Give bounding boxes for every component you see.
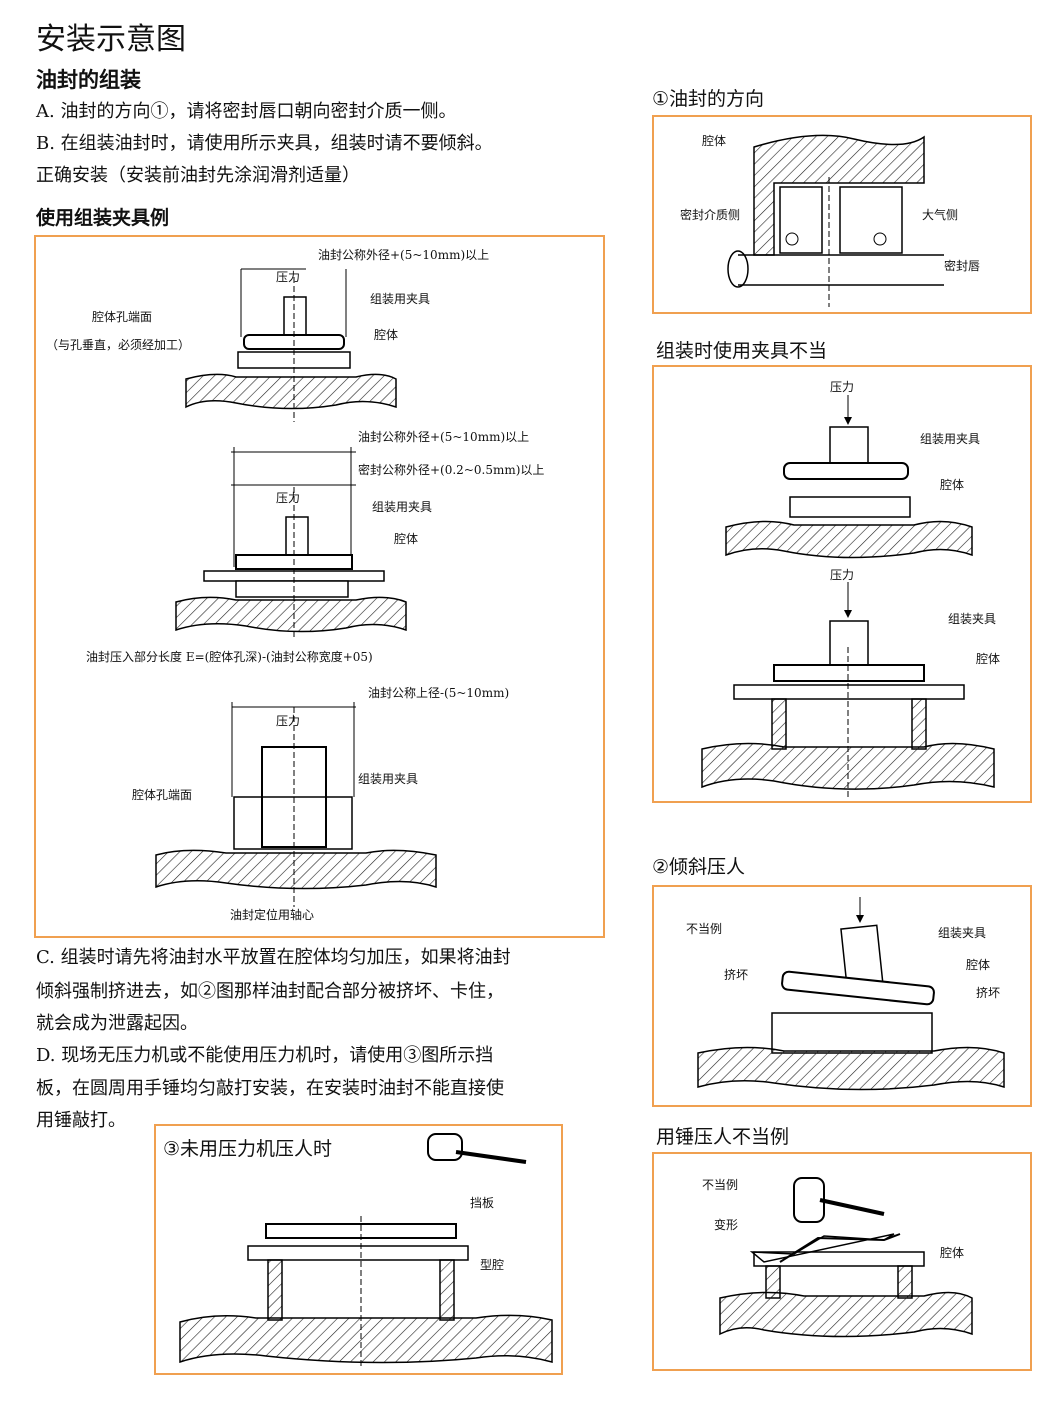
hammer-deform-label: 变形 [714,1218,739,1232]
fig2-formula: 油封压入部分长度 E=(腔体孔深)-(油封公称宽度+05) [86,650,373,664]
no-press-box [154,1124,563,1375]
instruction-d-line2: 板，在圆周用手锤均匀敲打安装，在安装时油封不能直接使 [36,1078,504,1099]
fig3-force-label: 压力 [276,714,301,728]
fig3-shaft-note: 油封定位用轴心 [230,908,315,922]
direction-air-side-label: 大气侧 [922,208,959,222]
improper-fixture-heading: 组装时使用夹具不当 [656,340,828,362]
fig1-drawing [185,268,397,422]
fig3-dim-label: 油封公称上径-(5~10mm) [368,686,510,700]
direction-box [652,115,1032,314]
page-title: 安装示意图 [36,22,186,57]
fig1-bore-face-label: 腔体孔端面 [92,310,153,324]
instruction-correct: 正确安装（安装前油封先涂润滑剂适量） [36,165,360,186]
improper-force-label-2: 压力 [830,568,855,582]
improper-housing-label-1: 腔体 [940,478,965,492]
no-press-plate-label: 挡板 [470,1196,495,1210]
fig2-force-label: 压力 [276,491,301,505]
tilted-box [652,885,1032,1107]
tilted-fixture-label: 组装夹具 [938,926,987,940]
direction-housing-label: 腔体 [702,134,727,148]
no-press-heading: ③未用压力机压人时 [163,1138,333,1160]
improper-force-label-1: 压力 [830,380,855,394]
tilted-heading: ②倾斜压人 [652,856,746,878]
tilted-drawing [697,897,1005,1091]
hammer-bad-heading: 用锤压人不当例 [656,1126,790,1148]
fig3-bore-face-label: 腔体孔端面 [132,788,193,802]
fixture-example-drawings [155,268,437,907]
improper-fixture-box [652,365,1032,803]
hammer-housing-label: 腔体 [940,1246,965,1260]
fig2-drawing [175,447,407,637]
improper-housing-label-2: 腔体 [976,652,1001,666]
fig1-force-label: 压力 [276,270,301,284]
fig1-bore-note: （与孔垂直，必须经加工） [46,338,191,352]
fig3-fixture-label: 组装用夹具 [358,772,419,786]
improper-fixture-label-2: 组装夹具 [948,612,997,626]
instruction-c-line2: 倾斜强制挤进去，如②图那样油封配合部分被挤坏、卡住， [36,981,504,1002]
fig1-dim-label: 油封公称外径+(5~10mm)以上 [318,248,490,262]
fixture-example-heading: 使用组装夹具例 [36,207,170,229]
fig3-drawing [155,702,437,907]
hammer-bad-drawing [719,1177,973,1338]
section-heading: 油封的组装 [36,68,141,92]
improper-fixture-label-1: 组装用夹具 [920,432,981,446]
instruction-c-line3: 就会成为泄露起因。 [36,1013,198,1034]
tilted-housing-label: 腔体 [966,958,991,972]
hammer-bad-box [652,1152,1032,1371]
direction-drawing [727,134,944,307]
no-press-drawing [179,1133,553,1366]
fig2-housing-label: 腔体 [394,532,419,546]
tilted-crush-label-2: 挤坏 [976,986,1001,1000]
fig2-dim1-label: 油封公称外径+(5~10mm)以上 [358,430,530,444]
fixture-example-box [34,235,605,938]
fig1-housing-label: 腔体 [374,328,399,342]
hammer-bad-label: 不当例 [702,1178,739,1192]
instruction-a: A. 油封的方向①，请将密封唇口朝向密封介质一侧。 [36,101,457,122]
no-press-cavity-label: 型腔 [480,1258,505,1272]
tilted-bad-label: 不当例 [686,922,723,936]
fig1-fixture-label: 组装用夹具 [370,292,431,306]
direction-lip-label: 密封唇 [944,259,981,273]
direction-heading: ①油封的方向 [652,88,765,110]
instruction-c-line1: C. 组装时请先将油封水平放置在腔体均匀加压，如果将油封 [36,947,511,968]
instruction-d-line3: 用锤敲打。 [36,1110,126,1131]
direction-medium-side-label: 密封介质侧 [680,208,741,222]
improper-fixture-drawing [701,395,995,799]
fig2-fixture-label: 组装用夹具 [372,500,433,514]
tilted-crush-label-1: 挤坏 [724,968,749,982]
instruction-d-line1: D. 现场无压力机或不能使用压力机时，请使用③图所示挡 [36,1045,494,1066]
instruction-b: B. 在组装油封时，请使用所示夹具，组装时请不要倾斜。 [36,133,493,154]
fig2-dim2-label: 密封公称外径+(0.2~0.5mm)以上 [358,463,545,477]
